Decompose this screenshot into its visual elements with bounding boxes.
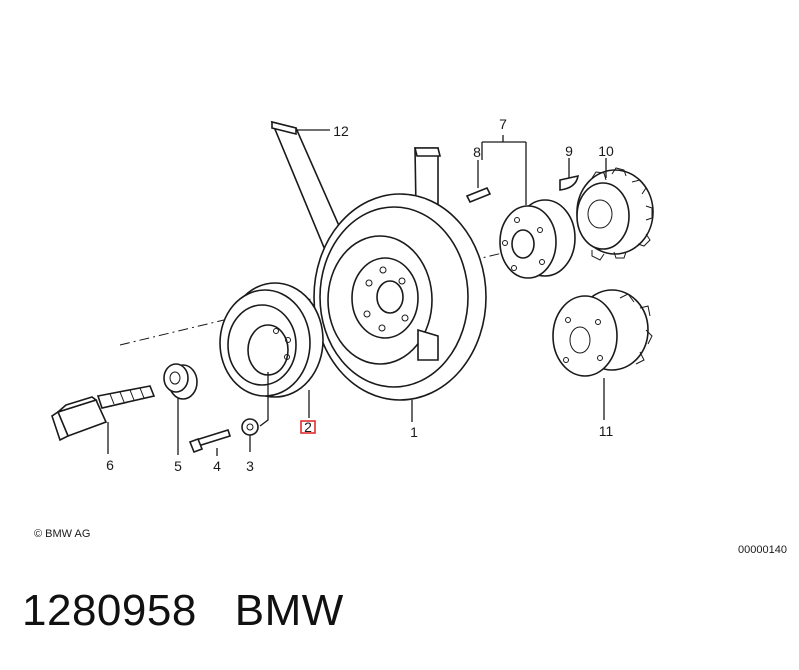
bolt-6 xyxy=(51,385,156,442)
pulley-2 xyxy=(219,282,324,398)
pin-8 xyxy=(465,186,492,204)
key-9 xyxy=(559,174,579,191)
callout-6: 6 xyxy=(106,457,114,473)
callout-3: 3 xyxy=(246,458,254,474)
bolt-4 xyxy=(188,429,232,454)
sprocket-10 xyxy=(576,167,654,261)
callout-7: 7 xyxy=(499,116,507,132)
callout-9: 9 xyxy=(565,143,573,159)
callout-5: 5 xyxy=(174,458,182,474)
copyright-label: © BMW AG xyxy=(34,528,90,540)
leader-lines xyxy=(107,129,607,456)
image-number: 00000140 xyxy=(738,544,787,556)
callout-2: 2 xyxy=(304,419,312,435)
footer: 1280958 BMW xyxy=(22,586,382,636)
spacer-5 xyxy=(163,363,198,400)
callout-1: 1 xyxy=(410,424,418,440)
washer-3 xyxy=(241,418,259,436)
callout-12: 12 xyxy=(333,123,349,139)
callout-8: 8 xyxy=(473,144,481,160)
highlight-box xyxy=(300,420,316,434)
damper-1 xyxy=(313,193,487,401)
parts-diagram: 12 7 8 9 10 1 2 3 4 5 6 11 © BMW AG 0000… xyxy=(34,116,787,556)
callout-10: 10 xyxy=(598,143,614,159)
brand-name: BMW xyxy=(234,586,344,635)
hub-7 xyxy=(499,199,576,279)
sprocket-11 xyxy=(552,289,653,377)
part-number: 1280958 xyxy=(22,586,197,635)
callout-4: 4 xyxy=(213,458,221,474)
callout-11: 11 xyxy=(599,423,614,439)
